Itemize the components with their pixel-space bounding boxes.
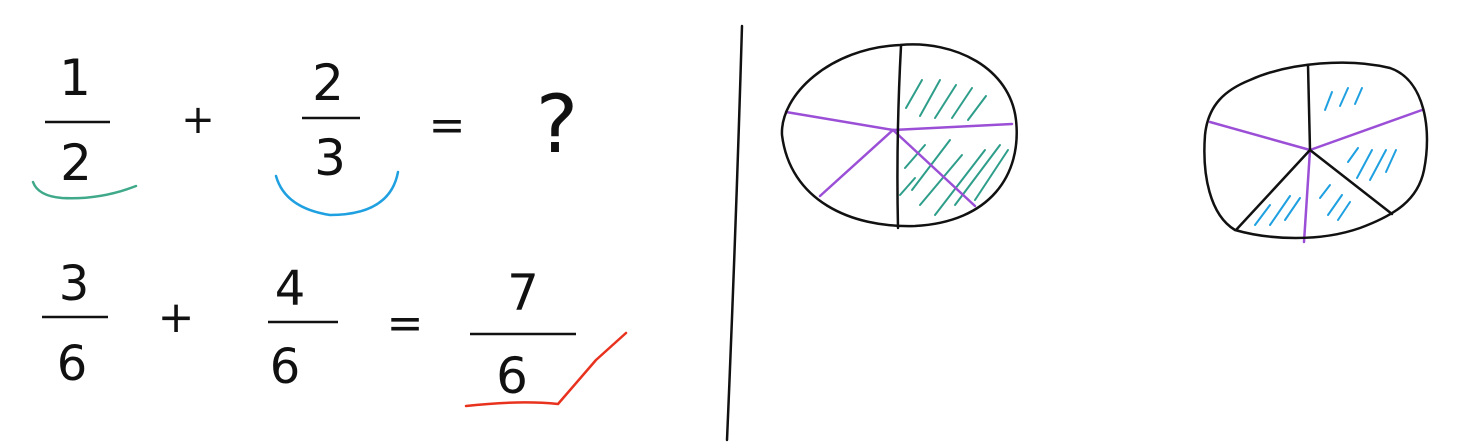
denominator: 3 xyxy=(314,129,346,187)
numerator: 7 xyxy=(507,264,539,322)
pie-chart-right xyxy=(1203,61,1429,244)
denominator: 6 xyxy=(496,347,528,405)
vertical-divider xyxy=(725,24,744,442)
pie-right-third-lines xyxy=(1234,63,1394,232)
equals-sign: = xyxy=(429,100,466,151)
numerator: 3 xyxy=(59,256,90,312)
numerator: 1 xyxy=(59,49,91,107)
equals-sign: = xyxy=(387,298,424,349)
pie-left-outline xyxy=(780,43,1018,228)
pie-left-half-line xyxy=(896,44,903,230)
pie-chart-left xyxy=(780,43,1018,230)
numerator: 4 xyxy=(275,261,306,317)
question-mark: ? xyxy=(536,78,578,171)
pie-right-outline xyxy=(1203,61,1429,240)
denominator: 6 xyxy=(57,336,88,392)
fraction-two-thirds: 2 3 xyxy=(302,54,360,187)
green-underline xyxy=(31,180,138,200)
purple-dividers xyxy=(1208,108,1424,244)
red-checkmark xyxy=(464,331,628,408)
denominator: 6 xyxy=(270,339,301,395)
fraction-one-half: 1 2 xyxy=(45,49,110,192)
purple-dividers xyxy=(784,110,1014,208)
plus-operator: + xyxy=(158,292,195,343)
equation-bottom: 3 6 + 4 6 = 7 6 xyxy=(42,256,628,408)
blue-underline xyxy=(274,170,400,217)
denominator: 2 xyxy=(60,134,92,192)
blue-hatching xyxy=(1254,87,1397,226)
equation-top: 1 2 + 2 3 = ? xyxy=(31,49,578,217)
fraction-four-sixths: 4 6 xyxy=(268,261,338,395)
plus-operator: + xyxy=(181,97,215,143)
fraction-seven-sixths: 7 6 xyxy=(470,264,576,405)
fraction-three-sixths: 3 6 xyxy=(42,256,108,392)
numerator: 2 xyxy=(312,54,344,112)
